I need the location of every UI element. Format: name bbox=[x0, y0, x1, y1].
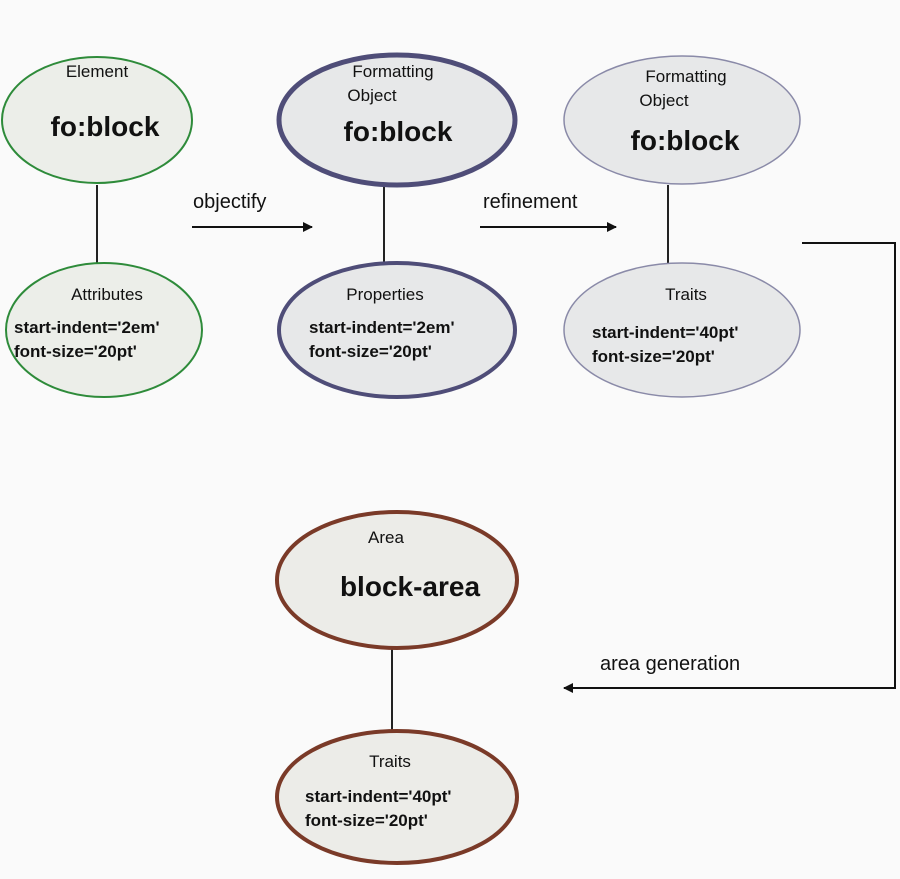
attributes-line1: start-indent='2em' bbox=[14, 318, 160, 337]
area-ellipse bbox=[275, 510, 519, 650]
area-traits-node: Traits start-indent='40pt' font-size='20… bbox=[275, 729, 519, 865]
properties-ellipse bbox=[277, 261, 517, 399]
objectify-edge: objectify bbox=[192, 191, 313, 232]
properties-line2: font-size='20pt' bbox=[309, 342, 432, 361]
element-node: Element fo:block bbox=[1, 56, 193, 184]
element-name: fo:block bbox=[51, 111, 160, 142]
area-generation-edge: area generation bbox=[563, 242, 896, 693]
attributes-node: Attributes start-indent='2em' font-size=… bbox=[5, 262, 203, 398]
formatting-object-node: Formatting Object fo:block bbox=[276, 52, 518, 188]
properties-line1: start-indent='2em' bbox=[309, 318, 455, 337]
properties-node: Properties start-indent='2em' font-size=… bbox=[277, 261, 517, 399]
area-generation-label: area generation bbox=[600, 653, 740, 675]
area-traits-caption: Traits bbox=[369, 752, 411, 771]
formatting-object-caption-line1: Formatting bbox=[352, 62, 433, 81]
refinement-label: refinement bbox=[483, 191, 578, 213]
refined-traits-caption: Traits bbox=[665, 285, 707, 304]
refined-formatting-object-caption-line2: Object bbox=[639, 91, 688, 110]
refinement-edge: refinement bbox=[480, 191, 617, 232]
area-caption: Area bbox=[368, 528, 404, 547]
refined-traits-line2: font-size='20pt' bbox=[592, 347, 715, 366]
element-caption: Element bbox=[66, 62, 129, 81]
refined-traits-ellipse bbox=[563, 262, 801, 398]
refined-formatting-object-name: fo:block bbox=[631, 125, 740, 156]
refined-traits-line1: start-indent='40pt' bbox=[592, 323, 738, 342]
area-traits-ellipse bbox=[275, 729, 519, 865]
properties-caption: Properties bbox=[346, 285, 423, 304]
area-traits-line1: start-indent='40pt' bbox=[305, 787, 451, 806]
attributes-caption: Attributes bbox=[71, 285, 143, 304]
area-generation-path bbox=[563, 242, 896, 693]
attributes-ellipse bbox=[5, 262, 203, 398]
area-node: Area block-area bbox=[275, 510, 519, 650]
refined-formatting-object-ellipse bbox=[563, 55, 801, 185]
area-name: block-area bbox=[340, 571, 480, 602]
area-traits-line2: font-size='20pt' bbox=[305, 811, 428, 830]
formatting-object-caption-line2: Object bbox=[347, 86, 396, 105]
refined-formatting-object-caption-line1: Formatting bbox=[645, 67, 726, 86]
formatting-object-name: fo:block bbox=[344, 116, 453, 147]
attributes-line2: font-size='20pt' bbox=[14, 342, 137, 361]
formatting-object-ellipse bbox=[276, 52, 518, 188]
refined-formatting-object-node: Formatting Object fo:block bbox=[563, 55, 801, 185]
element-ellipse bbox=[1, 56, 193, 184]
refined-traits-node: Traits start-indent='40pt' font-size='20… bbox=[563, 262, 801, 398]
objectify-label: objectify bbox=[193, 191, 266, 213]
